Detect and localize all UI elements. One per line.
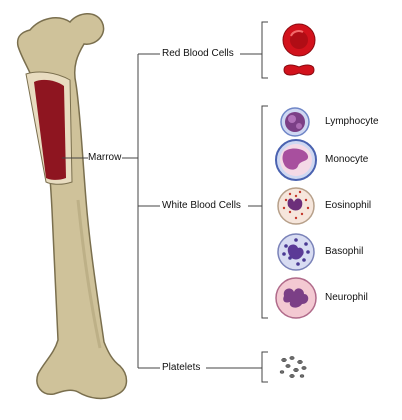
neurophil-label: Neurophil (325, 292, 368, 304)
marrow-label: Marrow (88, 152, 122, 164)
connector-lines (62, 21, 268, 383)
red-blood-cells-label: Red Blood Cells (162, 48, 234, 60)
platelets-label: Platelets (162, 362, 201, 374)
bone-shading (76, 199, 102, 349)
platelet-bracket (261, 351, 268, 383)
eosinophil-granules (282, 190, 310, 220)
platelet-cluster-icon (279, 356, 307, 378)
wbc-bracket (261, 105, 268, 319)
rbc-bracket (261, 21, 268, 79)
femur-bone-shape (16, 13, 128, 400)
neutrophil-icon (275, 277, 317, 319)
femur-bone-icon (16, 13, 128, 400)
white-blood-cells-label: White Blood Cells (162, 200, 241, 212)
basophil-label: Basophil (325, 246, 364, 258)
lymphocyte-label: Lymphocyte (325, 116, 379, 128)
red-cell-side-icon (283, 64, 315, 76)
basophil-icon (277, 233, 315, 271)
eosinophil-icon (277, 187, 315, 225)
monocyte-icon (275, 139, 317, 181)
red-cell-disc-icon (282, 23, 316, 57)
basophil-granules (282, 238, 310, 266)
monocyte-label: Monocyte (325, 154, 369, 166)
lymphocyte-icon (280, 107, 310, 137)
eosinophil-label: Eosinophil (325, 200, 372, 212)
bone-marrow-cavity (34, 79, 66, 180)
